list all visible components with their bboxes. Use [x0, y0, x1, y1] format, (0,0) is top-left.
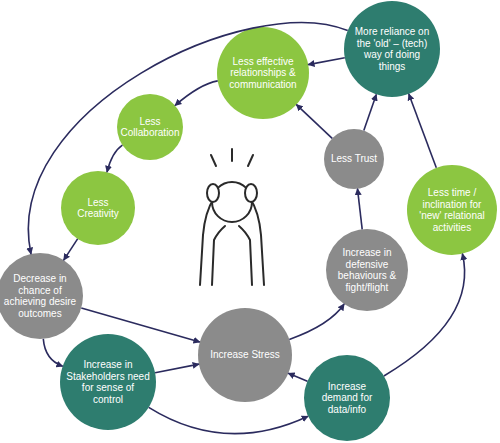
- left-hand: [207, 184, 219, 202]
- cause-arrow: [107, 145, 122, 172]
- node-text: Increase in Stakeholders need for sense …: [66, 359, 150, 405]
- cause-arrow: [358, 189, 363, 230]
- stress-line: [211, 155, 216, 166]
- left-neck: [212, 226, 225, 285]
- node-text: Less Collaboration: [121, 116, 180, 139]
- node-text: Less Creativity: [67, 197, 129, 220]
- node-text: More reliance on the 'old' – (tech) way …: [350, 26, 434, 72]
- node-text: Less Trust: [331, 153, 377, 165]
- cause-arrow: [364, 94, 377, 130]
- right-neck: [239, 226, 252, 285]
- node-text: Increase demand for data/info: [310, 381, 384, 416]
- node-text: Decrease in chance of achieving desire o…: [3, 273, 77, 319]
- stress-line: [231, 149, 233, 161]
- cause-arrow: [43, 339, 62, 366]
- cause-arrow: [409, 94, 437, 168]
- node-text: Increase in defensive behaviours & fight…: [332, 247, 402, 293]
- cycle-circle: Less effective relationships & communica…: [217, 27, 309, 119]
- cause-arrow: [296, 105, 332, 139]
- cause-arrow: [175, 81, 218, 106]
- cycle-circle: More reliance on the 'old' – (tech) way …: [344, 1, 440, 97]
- stress-line: [248, 155, 253, 166]
- node-text: Less effective relationships & communica…: [223, 56, 303, 91]
- cause-arrow: [64, 239, 78, 260]
- cycle-circle: Increase in defensive behaviours & fight…: [326, 229, 408, 311]
- cycle-circle: Less Collaboration: [117, 94, 183, 160]
- cycle-circle: Increase demand for data/info: [304, 355, 390, 441]
- cause-arrow: [155, 364, 199, 373]
- cycle-circle: Less Creativity: [61, 171, 135, 245]
- cause-arrow: [308, 58, 345, 65]
- right-hand: [245, 184, 257, 202]
- cause-arrow: [289, 304, 344, 339]
- cause-arrow: [288, 373, 307, 381]
- node-text: Increase Stress: [210, 349, 279, 361]
- node-text: Less time / inclination for 'new' relati…: [413, 187, 491, 233]
- cycle-circle: Less time / inclination for 'new' relati…: [407, 165, 497, 255]
- cycle-circle: Less Trust: [324, 129, 384, 189]
- cycle-circle: Increase Stress: [198, 308, 292, 402]
- cause-arrow: [28, 23, 347, 254]
- cycle-circle: Decrease in chance of achieving desire o…: [0, 253, 83, 339]
- cycle-circle: Increase in Stakeholders need for sense …: [60, 334, 156, 430]
- cause-arrow: [149, 407, 308, 433]
